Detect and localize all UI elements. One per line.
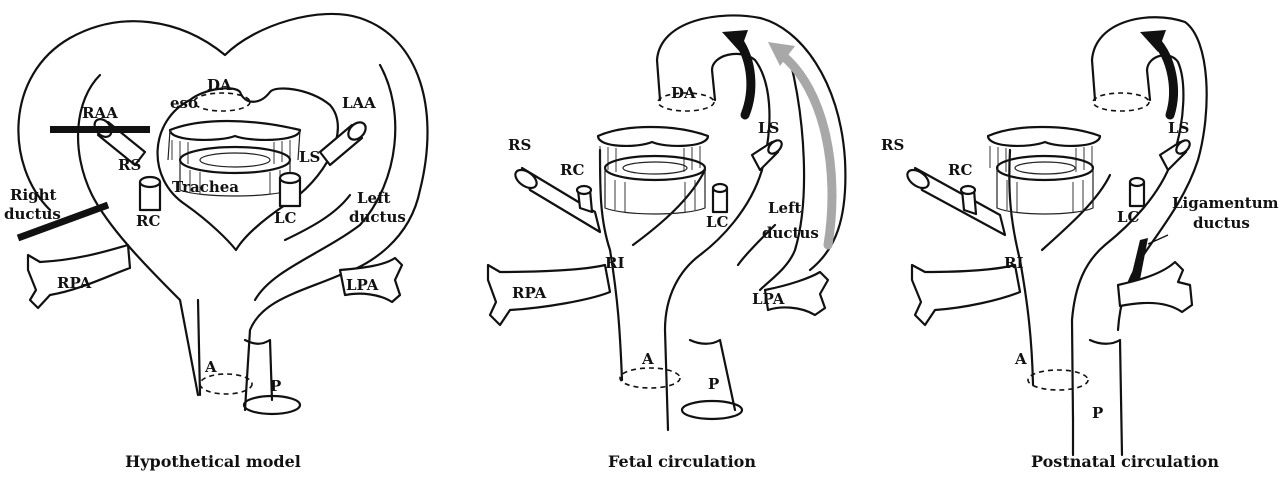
rpa-vessel xyxy=(488,265,610,325)
label-p: P xyxy=(708,375,719,393)
label-left-ductus-1: Left xyxy=(357,189,391,207)
label-ls: LS xyxy=(758,119,779,137)
label-trachea: Trachea xyxy=(172,178,239,196)
aortic-arch-inner xyxy=(1072,55,1183,420)
aortic-root-ring xyxy=(200,374,252,394)
da-cut-ring xyxy=(1093,93,1149,111)
label-left-ductus-1: Left xyxy=(768,199,802,217)
label-ls: LS xyxy=(1168,119,1189,137)
raa-division-bar xyxy=(50,126,150,133)
esophagus xyxy=(988,127,1100,172)
label-rs: RS xyxy=(118,156,141,174)
label-lc: LC xyxy=(706,213,729,231)
aorta-left-wall xyxy=(198,300,200,395)
panel-hypothetical-model: DA RAA eso LAA RS LS Trachea Right ductu… xyxy=(4,14,428,471)
label-rc: RC xyxy=(948,161,972,179)
label-right-ductus-2: ductus xyxy=(4,205,61,223)
label-a: A xyxy=(641,350,654,368)
label-lpa: LPA xyxy=(346,276,379,294)
label-laa: LAA xyxy=(342,94,376,112)
label-right-ductus-1: Right xyxy=(10,186,57,204)
label-a: A xyxy=(1014,350,1027,368)
descending-inner xyxy=(760,60,804,290)
label-left-ductus-2: ductus xyxy=(349,208,406,226)
label-rc: RC xyxy=(136,212,160,230)
label-ligamentum-2: ductus xyxy=(1193,214,1250,232)
label-rs: RS xyxy=(881,136,904,154)
label-a: A xyxy=(204,358,217,376)
label-rpa: RPA xyxy=(512,284,547,302)
pulmonary-trunk xyxy=(1090,340,1122,455)
caption-hypothetical-model: Hypothetical model xyxy=(125,452,301,471)
esophagus xyxy=(598,127,708,172)
label-da: DA xyxy=(671,84,696,102)
caption-postnatal-circulation: Postnatal circulation xyxy=(1031,452,1219,471)
label-left-ductus-2: ductus xyxy=(762,224,819,242)
panel-fetal-circulation: DA LS RS RC LC Left ductus RI RPA LPA A … xyxy=(488,15,845,471)
rpa-vessel xyxy=(912,265,1020,325)
label-rpa: RPA xyxy=(57,274,92,292)
inner-ascending xyxy=(633,170,705,245)
pulmonary-root-ring xyxy=(682,401,742,419)
label-eso: eso xyxy=(170,94,198,112)
label-p: P xyxy=(270,377,281,395)
caption-fetal-circulation: Fetal circulation xyxy=(608,452,756,471)
label-ligamentum-1: Ligamentum xyxy=(1172,194,1279,212)
label-lc: LC xyxy=(1117,208,1140,226)
label-rs: RS xyxy=(508,136,531,154)
esophagus xyxy=(168,121,300,164)
label-ri: RI xyxy=(605,254,624,272)
aortic-root-ring xyxy=(620,368,680,388)
panel-postnatal-circulation: RS RC LS LC Ligamentum ductus RI A P Pos… xyxy=(881,17,1279,471)
label-lpa: LPA xyxy=(752,290,785,308)
label-da: DA xyxy=(207,76,232,94)
lpa-vessel xyxy=(1118,262,1192,312)
label-lc: LC xyxy=(274,209,297,227)
trachea xyxy=(605,156,705,214)
da-cut-ring xyxy=(194,93,250,111)
label-rc: RC xyxy=(560,161,584,179)
label-ri: RI xyxy=(1004,254,1023,272)
label-p: P xyxy=(1092,404,1103,422)
ligamentum-pointer xyxy=(1148,235,1168,244)
label-ls: LS xyxy=(299,148,320,166)
label-raa: RAA xyxy=(82,104,118,122)
aortic-root-ring xyxy=(1028,370,1088,390)
